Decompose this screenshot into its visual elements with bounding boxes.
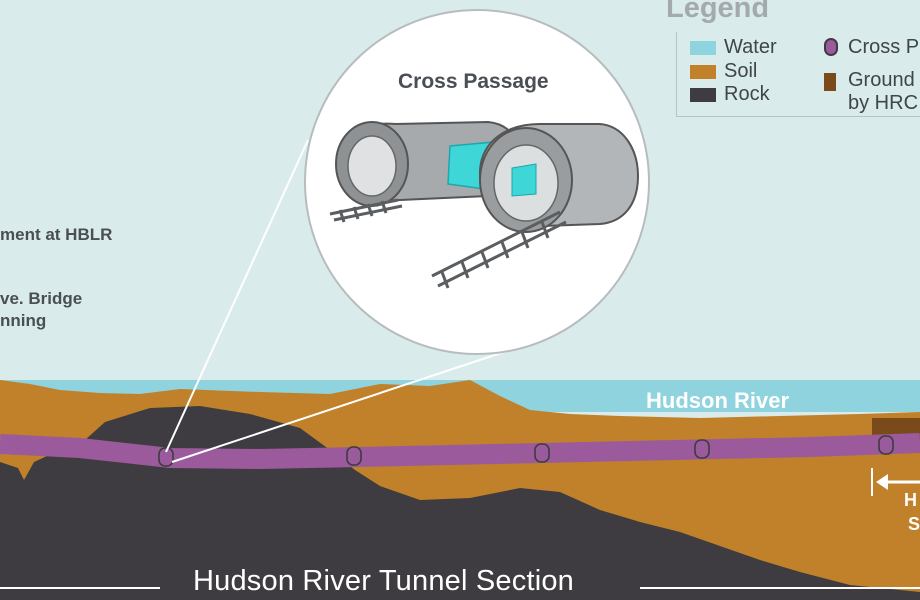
- cross-passage-marker: [346, 446, 362, 466]
- legend-label: Rock: [724, 83, 770, 105]
- legend-box: [676, 32, 920, 117]
- legend-item-soil: Soil: [690, 60, 757, 83]
- rail-track-right: [431, 210, 567, 289]
- hblr-label: ment at HBLR: [0, 225, 113, 244]
- rock-swatch-icon: [690, 88, 716, 102]
- bridge-label-line2: nning: [0, 311, 47, 330]
- cross-passage-marker: [534, 443, 550, 463]
- cross-passage-title: Cross Passage: [398, 70, 549, 93]
- section-title: Hudson River Tunnel Section: [193, 565, 574, 597]
- arrow-label-line1: H: [904, 490, 917, 510]
- legend-item-cross-passage: Cross P: [824, 36, 919, 59]
- callout-line: [165, 139, 309, 453]
- hrc-arrow-head: [876, 474, 888, 490]
- bridge-label-line1: ve. Bridge: [0, 289, 83, 308]
- legend-title: Legend: [666, 0, 770, 24]
- legend-label: Soil: [724, 60, 758, 82]
- soil-swatch-icon: [690, 65, 716, 79]
- legend-item-ground-hrc: Ground by HRC: [824, 69, 918, 115]
- cross-passage-marker: [158, 447, 174, 467]
- rail-track-left: [329, 198, 403, 223]
- legend-label: by HRC: [848, 92, 919, 114]
- cross-passage-marker: [878, 435, 894, 455]
- right-tunnel-tube: [479, 123, 640, 233]
- water-swatch-icon: [690, 41, 716, 55]
- legend-item-rock: Rock: [690, 83, 770, 106]
- tunnel-line: [0, 433, 920, 470]
- cross-passage-swatch-icon: [824, 38, 838, 56]
- callout-line: [171, 345, 523, 463]
- legend-label: Water: [724, 36, 777, 58]
- legend-label: Cross P: [848, 36, 920, 58]
- ground-swatch-icon: [824, 73, 836, 91]
- legend-label-multi: Ground by HRC: [848, 69, 918, 115]
- hudson-river-label: Hudson River: [646, 388, 790, 413]
- arrow-label-line2: S: [908, 514, 920, 534]
- legend-item-water: Water: [690, 36, 777, 59]
- legend-label: Ground: [848, 69, 915, 91]
- cross-passage-marker: [694, 439, 710, 459]
